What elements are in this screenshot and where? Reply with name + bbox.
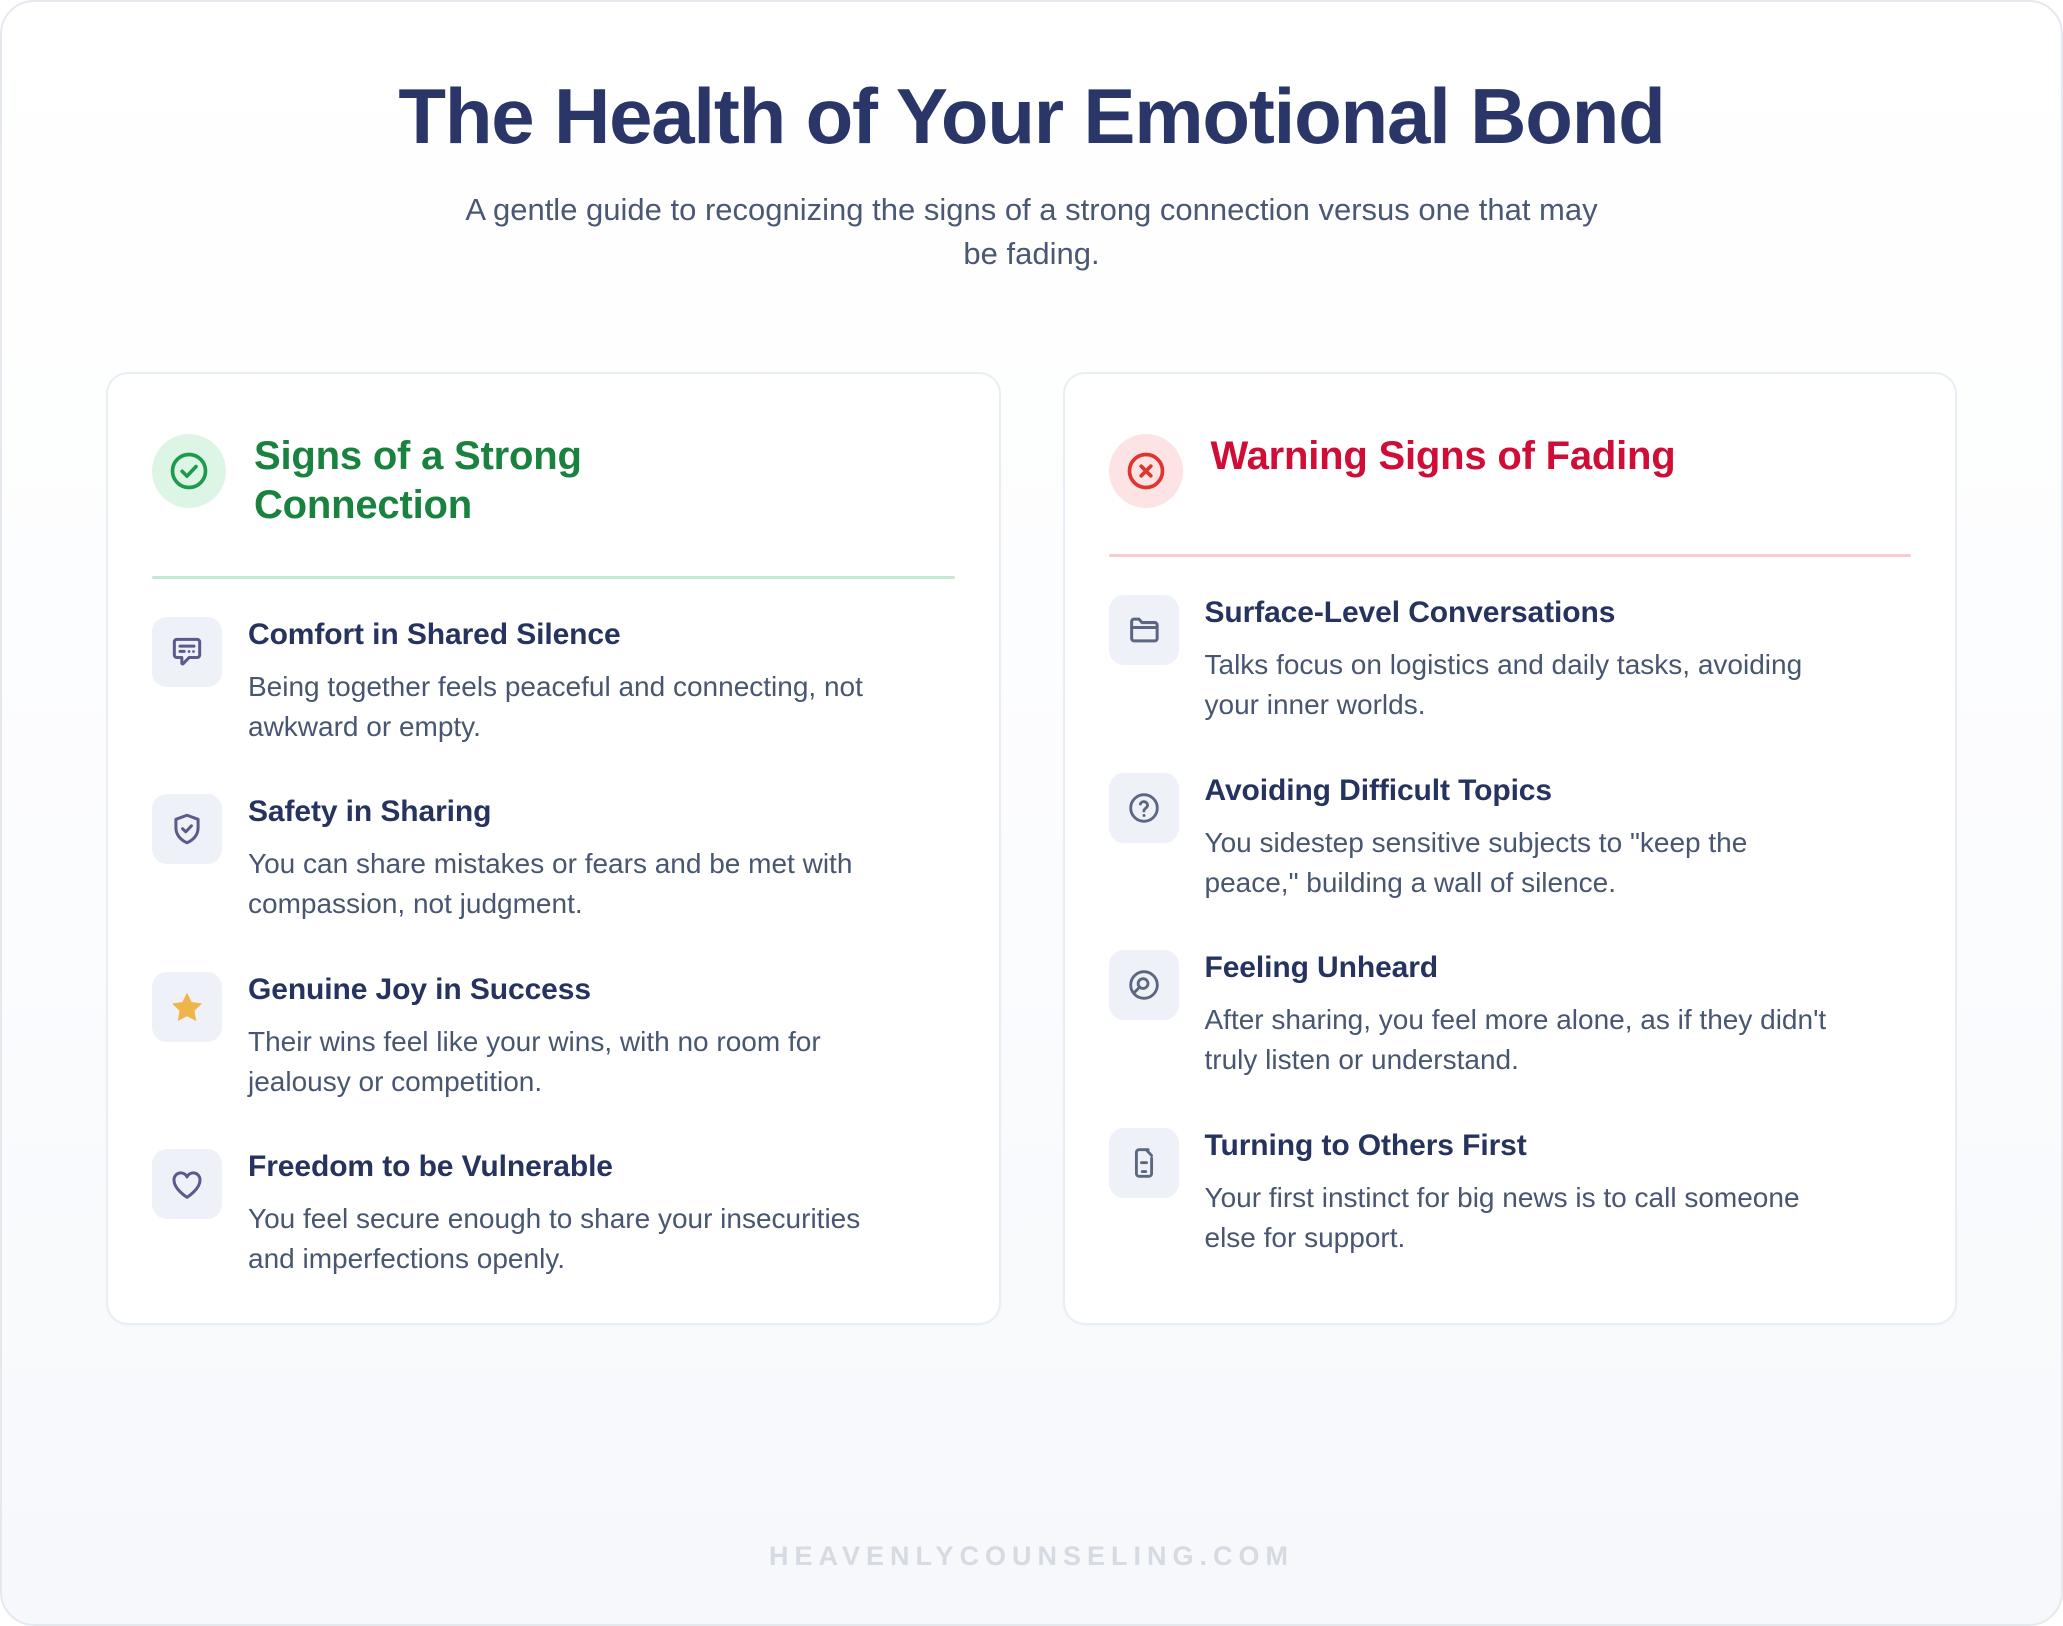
list-item-description: You can share mistakes or fears and be m… bbox=[248, 848, 853, 920]
list-item: Turning to Others First Your first insti… bbox=[1108, 1126, 1912, 1258]
list-item-description: After sharing, you feel more alone, as i… bbox=[1204, 1004, 1827, 1076]
list-item-title: Genuine Joy in Success bbox=[248, 972, 591, 1006]
shield-check-icon bbox=[152, 794, 222, 865]
list-item-body: Avoiding Difficult Topics You sidestep s… bbox=[1205, 771, 1912, 903]
list-item: Freedom to be Vulnerable You feel secure… bbox=[152, 1147, 955, 1279]
comparison-columns: Signs of a Strong Connection bbox=[2, 276, 2061, 1325]
list-item-body: Genuine Joy in Success Their wins feel l… bbox=[248, 970, 955, 1102]
list-item-description: Your first instinct for big news is to c… bbox=[1204, 1181, 1800, 1253]
check-circle-icon bbox=[152, 434, 226, 509]
list-item-description: Talks focus on logistics and daily tasks… bbox=[1204, 649, 1803, 721]
page-title: The Health of Your Emotional Bond bbox=[398, 72, 1665, 160]
list-item-title: Avoiding Difficult Topics bbox=[1204, 773, 1553, 807]
list-item-title: Safety in Sharing bbox=[248, 795, 492, 829]
list-item-description: You feel secure enough to share your ins… bbox=[248, 1203, 861, 1275]
list-item-description: You sidestep sensitive subjects to "keep… bbox=[1204, 826, 1748, 898]
list-item-title: Freedom to be Vulnerable bbox=[248, 1150, 613, 1184]
page-subtitle: A gentle guide to recognizing the signs … bbox=[465, 192, 1598, 272]
chat-bubble-icon bbox=[152, 616, 222, 687]
star-icon bbox=[152, 971, 222, 1042]
heart-icon bbox=[152, 1149, 222, 1220]
list-item: Genuine Joy in Success Their wins feel l… bbox=[152, 970, 955, 1102]
card-title-warning: Warning Signs of Fading bbox=[1210, 434, 1676, 479]
card-strong-connection: Signs of a Strong Connection bbox=[106, 372, 1001, 1325]
card-divider-warning bbox=[1108, 554, 1911, 558]
mobile-phone-icon bbox=[1108, 1127, 1179, 1198]
list-item: Comfort in Shared Silence Being together… bbox=[152, 615, 955, 747]
list-item-body: Surface-Level Conversations Talks focus … bbox=[1205, 593, 1912, 725]
list-item-body: Feeling Unheard After sharing, you feel … bbox=[1205, 948, 1912, 1080]
page-header: The Health of Your Emotional Bond A gent… bbox=[2, 2, 2061, 276]
list-warning-signs: Surface-Level Conversations Talks focus … bbox=[1108, 557, 1912, 1258]
list-item: Feeling Unheard After sharing, you feel … bbox=[1108, 948, 1912, 1080]
card-header-warning: Warning Signs of Fading bbox=[1108, 420, 1912, 509]
list-item-body: Freedom to be Vulnerable You feel secure… bbox=[248, 1147, 955, 1279]
card-header-strong: Signs of a Strong Connection bbox=[152, 420, 955, 530]
list-strong-connection: Comfort in Shared Silence Being together… bbox=[152, 579, 955, 1279]
search-circle-icon bbox=[1108, 950, 1179, 1021]
folder-icon bbox=[1108, 595, 1179, 666]
list-item-title: Comfort in Shared Silence bbox=[248, 617, 621, 651]
list-item-description: Their wins feel like your wins, with no … bbox=[248, 1025, 821, 1097]
footer-watermark: HEAVENLYCOUNSELING.COM bbox=[768, 1541, 1295, 1571]
list-item-title: Feeling Unheard bbox=[1204, 951, 1439, 985]
list-item-body: Comfort in Shared Silence Being together… bbox=[248, 615, 955, 747]
list-item-description: Being together feels peaceful and connec… bbox=[248, 670, 863, 742]
card-divider-strong bbox=[152, 575, 955, 579]
list-item-body: Safety in Sharing You can share mistakes… bbox=[248, 792, 955, 924]
question-circle-icon bbox=[1108, 772, 1179, 843]
list-item-title: Turning to Others First bbox=[1204, 1128, 1527, 1162]
list-item: Surface-Level Conversations Talks focus … bbox=[1108, 593, 1912, 725]
list-item: Safety in Sharing You can share mistakes… bbox=[152, 792, 955, 924]
list-item-title: Surface-Level Conversations bbox=[1204, 596, 1616, 630]
list-item-body: Turning to Others First Your first insti… bbox=[1205, 1126, 1912, 1258]
list-item: Avoiding Difficult Topics You sidestep s… bbox=[1108, 771, 1912, 903]
card-warning-signs: Warning Signs of Fading Surface-Level Co… bbox=[1062, 372, 1957, 1325]
x-circle-icon bbox=[1108, 434, 1183, 509]
card-title-strong: Signs of a Strong Connection bbox=[254, 434, 582, 528]
